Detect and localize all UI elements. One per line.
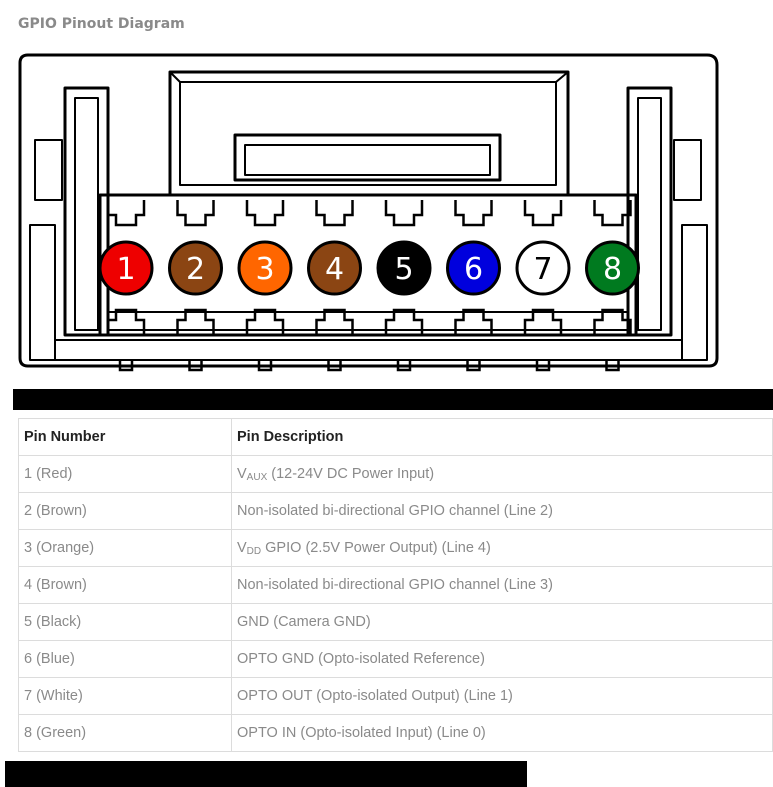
connector-housing [18, 53, 719, 368]
pin-1-label: 1 [116, 252, 135, 287]
pin-number-cell: 8 (Green) [18, 714, 232, 752]
pin-4-label: 4 [325, 252, 344, 287]
pin-slot [523, 200, 563, 372]
pin-4-circle [307, 240, 362, 296]
pin-slot [384, 200, 424, 372]
pin-7-label: 7 [533, 252, 552, 287]
pin-6-circle [446, 240, 501, 296]
pin-slot [245, 200, 285, 372]
pin-slot [106, 200, 146, 372]
pin-number-cell: 4 (Brown) [18, 566, 232, 604]
pin-table: Pin Number Pin Description 1 (Red)VAUX (… [18, 418, 773, 752]
pin-number-cell: 7 (White) [18, 677, 232, 715]
pin-description-cell: Non-isolated bi-directional GPIO channel… [231, 566, 773, 604]
col-header-pin-number: Pin Number [18, 418, 232, 456]
description-text: Non-isolated bi-directional GPIO channel… [237, 503, 553, 519]
pin-slot [176, 200, 215, 372]
description-text: OPTO IN (Opto-isolated Input) (Line 0) [237, 725, 486, 741]
description-text: OPTO GND (Opto-isolated Reference) [237, 651, 485, 667]
connector-diagram: 1 2 3 4 5 6 7 8 [18, 53, 719, 372]
table-row: 1 (Red)VAUX (12-24V DC Power Input) [18, 455, 773, 493]
pin-description-cell: VDD GPIO (2.5V Power Output) (Line 4) [231, 529, 773, 567]
table-row: 5 (Black) GND (Camera GND) [18, 603, 773, 641]
description-subscript: DD [246, 545, 262, 557]
pin-8-label: 8 [603, 252, 622, 287]
pin-number-cell: 3 (Orange) [18, 529, 232, 567]
connector-cavity [98, 193, 638, 337]
pin-slot [593, 200, 632, 372]
pin-5-label: 5 [394, 252, 413, 287]
pin-description-cell: OPTO GND (Opto-isolated Reference) [231, 640, 773, 678]
pin-slot [315, 200, 354, 372]
pin-number-cell: 6 (Blue) [18, 640, 232, 678]
pin-description-cell: GND (Camera GND) [231, 603, 773, 641]
pin-description-cell: Non-isolated bi-directional GPIO channel… [231, 492, 773, 530]
pin-6-label: 6 [464, 252, 483, 287]
table-row: 8 (Green) OPTO IN (Opto-isolated Input) (… [18, 714, 773, 752]
pin-3-circle [237, 240, 293, 296]
table-row: 3 (Orange)VDD GPIO (2.5V Power Output) (… [18, 529, 773, 567]
pin-description-cell: VAUX (12-24V DC Power Input) [231, 455, 773, 493]
page-title: GPIO Pinout Diagram [18, 16, 185, 32]
description-text: V [237, 539, 247, 556]
pin-number-cell: 2 (Brown) [18, 492, 232, 530]
pin-1-circle [98, 240, 154, 296]
pin-number-cell: 1 (Red) [18, 455, 232, 493]
pin-2-circle [168, 240, 223, 296]
description-text: (12-24V DC Power Input) [267, 465, 435, 482]
description-text: V [237, 465, 247, 482]
table-row: 6 (Blue) OPTO GND (Opto-isolated Referenc… [18, 640, 773, 678]
table-row: 2 (Brown) Non-isolated bi-directional GPI… [18, 492, 773, 530]
pin-7-circle [515, 240, 571, 296]
table-header-row: Pin Number Pin Description [18, 418, 773, 456]
description-text: Non-isolated bi-directional GPIO channel… [237, 577, 553, 593]
pin-number-cell: 5 (Black) [18, 603, 232, 641]
description-text: OPTO OUT (Opto-isolated Output) (Line 1) [237, 688, 513, 704]
description-text: GPIO (2.5V Power Output) (Line 4) [261, 539, 491, 556]
table-row: 4 (Brown) Non-isolated bi-directional GPI… [18, 566, 773, 604]
pin-5-circle [376, 240, 432, 296]
pin-description-cell: OPTO OUT (Opto-isolated Output) (Line 1) [231, 677, 773, 715]
col-header-pin-description: Pin Description [231, 418, 773, 456]
pin-3-label: 3 [255, 252, 274, 287]
redaction-bar [5, 761, 527, 787]
pin-description-cell: OPTO IN (Opto-isolated Input) (Line 0) [231, 714, 773, 752]
pin-slot [454, 200, 493, 372]
pin-8-circle [585, 240, 640, 296]
description-text: GND (Camera GND) [237, 614, 371, 630]
table-row: 7 (White) OPTO OUT (Opto-isolated Output)… [18, 677, 773, 715]
redaction-bar [13, 389, 773, 410]
pin-2-label: 2 [186, 252, 205, 287]
description-subscript: AUX [246, 471, 268, 483]
